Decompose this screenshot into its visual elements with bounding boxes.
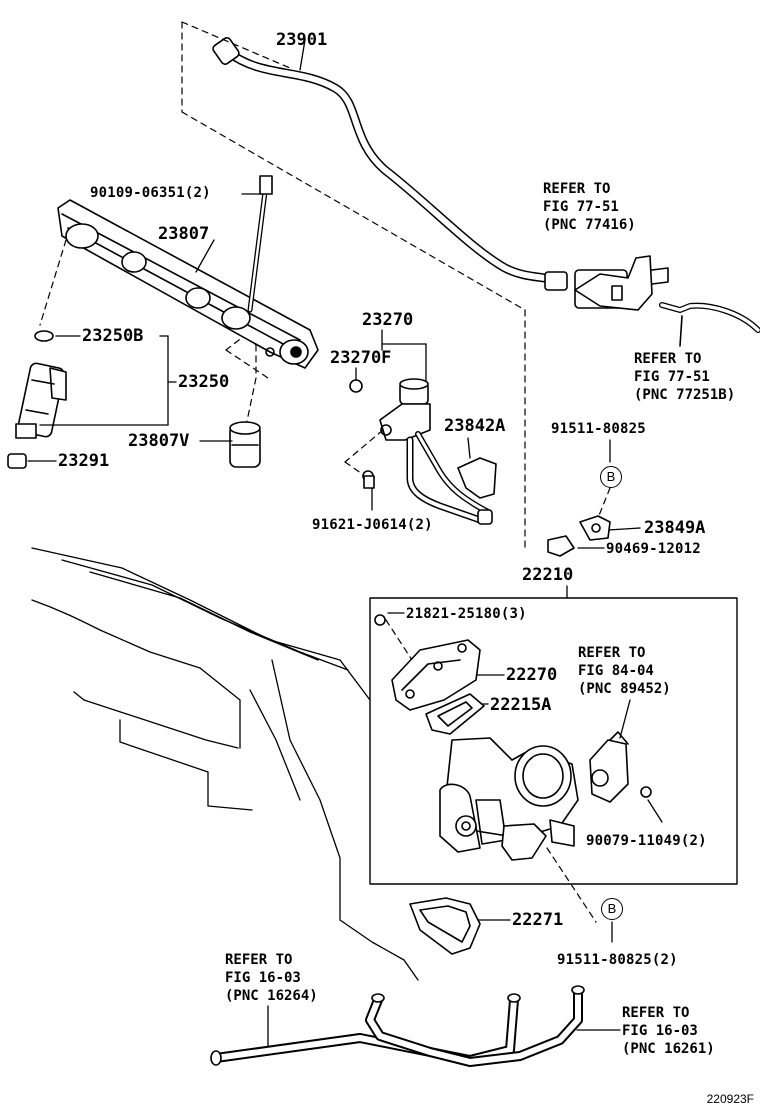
- part-22210-label[interactable]: 22210: [522, 565, 574, 585]
- refer-fig-16-03-pnc-16261[interactable]: REFER TO FIG 16-03 (PNC 16261): [622, 1005, 715, 1057]
- gasket-22271: [409, 897, 481, 955]
- leader-lines: [27, 39, 663, 1047]
- figure-id: 220923F: [706, 1092, 754, 1106]
- clamp: [457, 457, 497, 499]
- part-21821-25180-label[interactable]: 21821-25180(3): [406, 606, 527, 622]
- refer-fig-16-03-pnc-16264[interactable]: REFER TO FIG 16-03 (PNC 16264): [225, 952, 318, 1004]
- cushion: [7, 453, 27, 469]
- throttle-body-group-box: [369, 597, 738, 885]
- fuel-injector: [15, 362, 67, 439]
- part-90109-06351-label[interactable]: 90109-06351(2): [90, 185, 211, 201]
- quick-connector: [574, 255, 760, 347]
- o-ring: [34, 330, 54, 342]
- part-23291-label[interactable]: 23291: [58, 451, 110, 471]
- part-91511-80825-label[interactable]: 91511-80825: [551, 421, 646, 437]
- part-91621-j0614-label[interactable]: 91621-J0614(2): [312, 517, 433, 533]
- part-90469-12012-label[interactable]: 90469-12012: [606, 541, 701, 557]
- refer-fig-77-51-pnc-77416[interactable]: REFER TO FIG 77-51 (PNC 77416): [543, 181, 636, 233]
- part-23250b-label[interactable]: 23250B: [82, 326, 144, 346]
- refer-fig-84-04-pnc-89452[interactable]: REFER TO FIG 84-04 (PNC 89452): [578, 645, 671, 697]
- part-23807v-label[interactable]: 23807V: [128, 431, 190, 451]
- part-23849a-label[interactable]: 23849A: [644, 518, 706, 538]
- insulator: [229, 421, 261, 468]
- part-90079-11049-label[interactable]: 90079-11049(2): [586, 833, 707, 849]
- part-91511-80825-2-label[interactable]: 91511-80825(2): [557, 952, 678, 968]
- part-23842a-label[interactable]: 23842A: [444, 416, 506, 436]
- part-22215a-label[interactable]: 22215A: [490, 695, 552, 715]
- part-23807-label[interactable]: 23807: [158, 224, 210, 244]
- intake-manifold: [31, 547, 419, 981]
- part-22271-label[interactable]: 22271: [512, 910, 564, 930]
- stud-bolt: [247, 175, 273, 313]
- fuel-hose-23901: [212, 37, 568, 291]
- water-hoses: [210, 985, 585, 1067]
- throttle-body: [374, 614, 652, 861]
- refer-fig-77-51-pnc-77251b[interactable]: REFER TO FIG 77-51 (PNC 77251B): [634, 351, 736, 403]
- vsv-assembly: [349, 378, 493, 525]
- part-23270-label[interactable]: 23270: [362, 310, 414, 330]
- fuel-rail-23807: [57, 199, 319, 369]
- callout-badge-b-upper: B: [600, 466, 622, 488]
- part-23270f-label[interactable]: 23270F: [330, 348, 392, 368]
- callout-badge-b-lower: B: [601, 898, 623, 920]
- part-23901-label[interactable]: 23901: [276, 30, 328, 50]
- part-22270-label[interactable]: 22270: [506, 665, 558, 685]
- part-23250-label[interactable]: 23250: [178, 372, 230, 392]
- sensor-bracket: [547, 515, 611, 557]
